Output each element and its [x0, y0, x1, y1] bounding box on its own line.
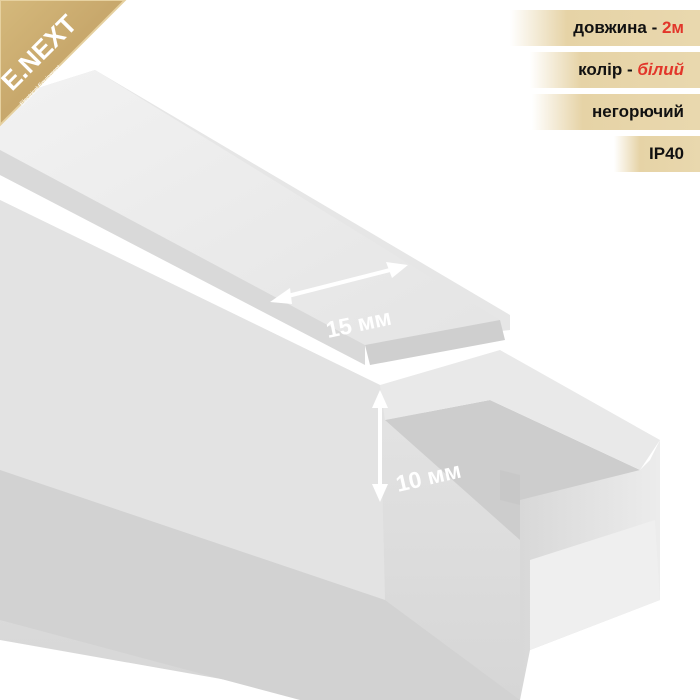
color-label: колір -	[578, 60, 638, 79]
width-dimension	[270, 262, 408, 304]
spec-color-badge: колір - білий	[530, 52, 700, 88]
color-value: білий	[637, 60, 684, 79]
length-label: довжина -	[573, 18, 662, 37]
flammability-text: негорючий	[592, 102, 684, 121]
spec-flammability-badge: негорючий	[532, 94, 700, 130]
spec-ip-badge: IP40	[614, 136, 700, 172]
height-dimension	[372, 390, 388, 502]
channel-lid	[0, 70, 510, 365]
spec-length-badge: довжина - 2м	[510, 10, 700, 46]
length-value: 2м	[661, 18, 684, 37]
ip-rating-text: IP40	[649, 144, 684, 163]
channel-base	[0, 175, 660, 700]
